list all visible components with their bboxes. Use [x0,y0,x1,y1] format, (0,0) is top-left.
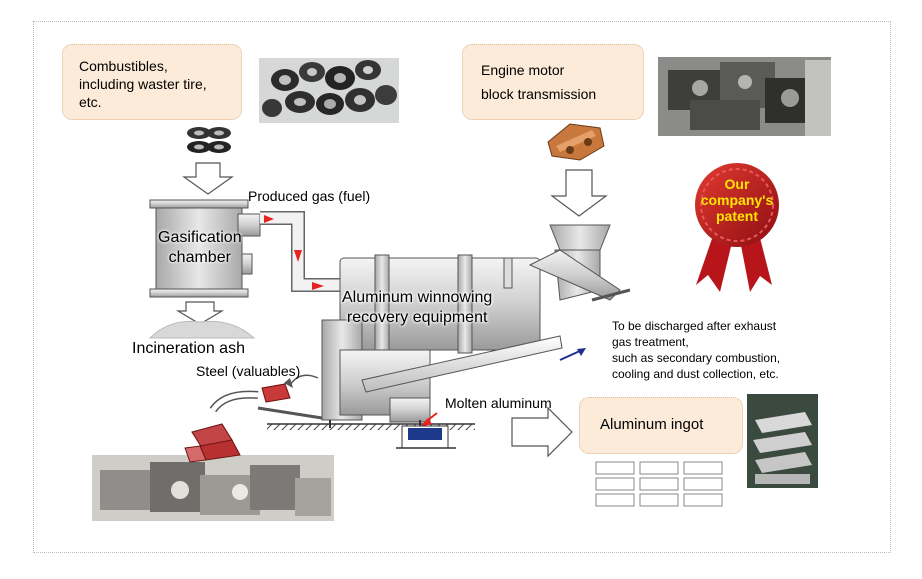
steel-output-arrow [289,374,319,386]
badge-line: patent [716,208,758,224]
steel-conveyor [257,383,323,420]
callout-line: etc. [79,94,102,110]
aluminum-equipment-label: Aluminum winnowing recovery equipment [342,288,492,328]
label-line: recovery equipment [346,309,488,326]
exhaust-arrow [559,349,583,361]
tire-stack-icon [187,127,231,153]
callout-line: Engine motor [481,62,565,78]
ingot-tray-icon [595,461,723,507]
label-line: chamber [168,249,231,266]
patent-badge-text: Our company's patent [695,176,779,224]
produced-gas-label: Produced gas (fuel) [248,188,371,204]
label-line: Aluminum winnowing [342,289,493,306]
molten-ladle [396,425,456,449]
engine-feed-arrow [550,169,608,217]
engine-blocks-icon [547,123,605,161]
incineration-ash-label: Incineration ash [132,340,245,357]
note-line: such as secondary combustion, [612,351,781,365]
ash-arrow-down [175,301,225,325]
callout-combustibles: Combustibles, including waster tire, etc… [62,44,242,120]
callout-engine: Engine motor block transmission [462,44,644,120]
steel-label: Steel (valuables) [196,363,301,379]
diagram-frame [33,21,891,553]
gas-pipe [260,211,340,292]
badge-line: Our [724,176,750,192]
callout-line: Combustibles, [79,58,168,74]
callout-ingot: Aluminum ingot [579,397,743,454]
ash-pile [148,320,256,339]
aluminum-recovery-equipment [267,224,631,430]
gasification-chamber-label: Gasification chamber [158,228,242,268]
ingot-photo [747,394,818,488]
note-line: cooling and dust collection, etc. [612,367,779,381]
label-line: Gasification [158,229,242,246]
feed-arrow-down [182,162,234,195]
note-line: gas treatment, [612,335,689,349]
scrap-photo [92,455,334,521]
exhaust-note: To be discharged after exhaust gas treat… [612,318,780,382]
engine-photo [658,57,831,136]
ingot-label: Aluminum ingot [600,416,704,433]
note-line: To be discharged after exhaust [612,319,777,333]
tires-photo [259,58,399,123]
steel-scrap-icon [184,423,241,463]
callout-line: including waster tire, [79,76,207,92]
patent-seal-icon [695,163,779,292]
to-ingot-arrow [511,406,573,458]
badge-line: company's [700,192,774,208]
gasification-chamber [149,199,261,298]
molten-aluminum-label: Molten aluminum [445,395,552,411]
callout-line: block transmission [481,86,597,102]
